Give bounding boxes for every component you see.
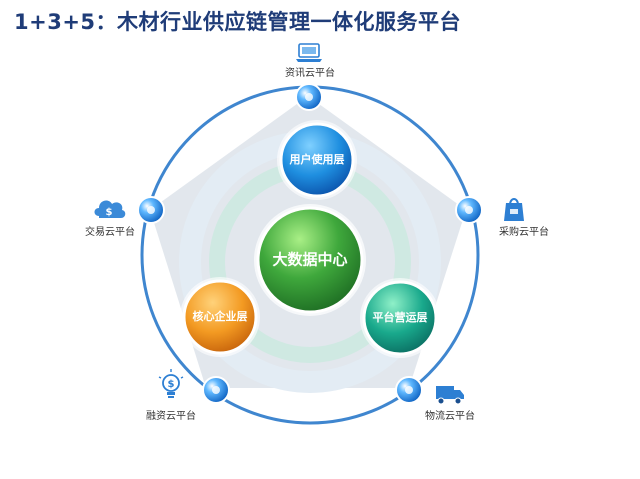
platform-purchase-label: 采购云平台 [499, 225, 549, 238]
layer-operation-bubble[interactable]: 平台营运层 [360, 278, 440, 358]
core-label: 大数据中心 [272, 251, 347, 269]
ring-dot-purchase[interactable] [455, 196, 483, 224]
layer-core-label: 核心企业层 [193, 309, 248, 323]
layer-user-label: 用户使用层 [290, 152, 345, 166]
page-title: 1+3+5：木材行业供应链管理一体化服务平台 [14, 10, 462, 34]
lightbulb-icon: $ [158, 369, 184, 398]
ring-dot-finance[interactable] [202, 376, 230, 404]
money-cloud-icon: $ [94, 200, 126, 218]
ring-dot-info[interactable] [295, 83, 323, 111]
laptop-icon [296, 43, 322, 62]
truck-icon [436, 386, 464, 405]
ring-dot-logistics[interactable] [395, 376, 423, 404]
shopping-bag-icon [504, 198, 524, 221]
svg-text:$: $ [168, 379, 175, 390]
ring-dot-trade[interactable] [137, 196, 165, 224]
svg-text:$: $ [106, 207, 113, 218]
platform-finance-label: 融资云平台 [146, 409, 196, 422]
platform-logistics-label: 物流云平台 [425, 409, 475, 422]
layer-user-bubble[interactable]: 用户使用层 [277, 120, 357, 200]
core-bubble[interactable]: 大数据中心 [254, 204, 366, 316]
layer-core-bubble[interactable]: 核心企业层 [180, 277, 260, 357]
platform-info-label: 资讯云平台 [285, 66, 335, 79]
platform-trade-label: 交易云平台 [85, 225, 135, 238]
layer-operation-label: 平台营运层 [373, 310, 428, 324]
